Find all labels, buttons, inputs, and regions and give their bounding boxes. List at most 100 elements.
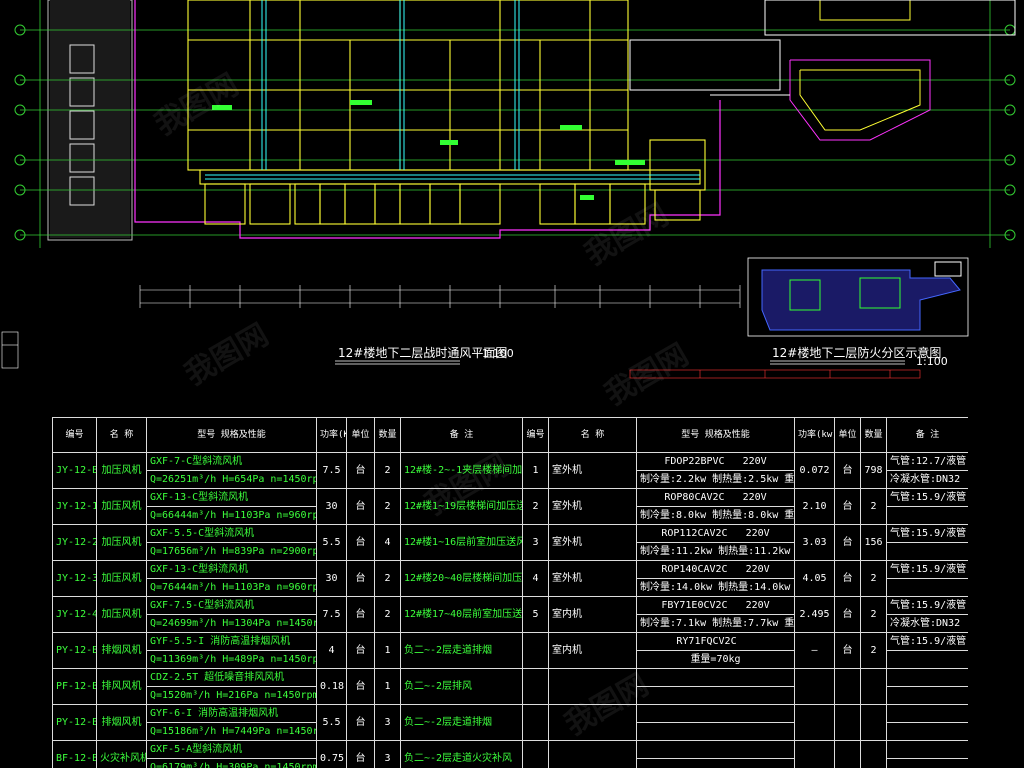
schedule-cell: 排烟风机 bbox=[96, 704, 147, 741]
schedule-cell: PY-12-B1 bbox=[52, 632, 97, 669]
schedule-cell bbox=[794, 668, 835, 705]
schedule-cell: 负二~-2层走道排烟 bbox=[400, 632, 523, 669]
schedule-cell: 2 bbox=[374, 596, 401, 633]
schedule-cell: 冷凝水管:DN32 bbox=[886, 470, 968, 489]
schedule-cell: GYF-6-I 消防高温排烟风机 bbox=[146, 704, 317, 723]
schedule-cell bbox=[794, 740, 835, 768]
schedule-cell bbox=[834, 668, 861, 705]
schedule-cell bbox=[636, 704, 795, 723]
schedule-cell bbox=[860, 704, 887, 741]
schedule-cell: 3 bbox=[522, 524, 549, 561]
voltage: 220V bbox=[742, 455, 767, 467]
schedule-cell: 加压风机 bbox=[96, 596, 147, 633]
schedule-cell: CDZ-2.5T 超低噪音排风风机 bbox=[146, 668, 317, 687]
schedule-cell: 室内机 bbox=[548, 632, 637, 669]
schedule-cell: 30 bbox=[316, 560, 347, 597]
header-cell: 名 称 bbox=[96, 417, 147, 453]
schedule-cell: 3 bbox=[374, 740, 401, 768]
schedule-cell: 3 bbox=[374, 704, 401, 741]
schedule-cell: GXF-7.5-C型斜流风机 bbox=[146, 596, 317, 615]
header-cell: 编号 bbox=[52, 417, 97, 453]
schedule-cell bbox=[636, 722, 795, 741]
schedule-cell bbox=[636, 758, 795, 768]
schedule-cell bbox=[886, 686, 968, 705]
schedule-cell bbox=[548, 740, 637, 768]
schedule-cell: 台 bbox=[346, 560, 375, 597]
schedule-cell bbox=[548, 668, 637, 705]
header-cell: 功率(kw) bbox=[794, 417, 835, 453]
schedule-cell: 2.495 bbox=[794, 596, 835, 633]
grid-bubbles bbox=[14, 24, 1016, 241]
schedule-cell: 2 bbox=[860, 632, 887, 669]
schedule-cell: 4 bbox=[316, 632, 347, 669]
schedule-cell: JY-12-2 bbox=[52, 524, 97, 561]
detail-left bbox=[1, 331, 19, 369]
schedule-cell: Q=17656m³/h H=839Pa n=2900rpm bbox=[146, 542, 317, 561]
schedule-cell: 1 bbox=[374, 668, 401, 705]
header-cell: 单位 bbox=[834, 417, 861, 453]
schedule-cell: 12#楼1~16层前室加压送风 bbox=[400, 524, 523, 561]
schedule-cell bbox=[886, 758, 968, 768]
fire-zone-inset bbox=[747, 257, 969, 337]
model-number: FBY71E0CV2C bbox=[661, 599, 728, 611]
schedule-cell: Q=76444m³/h H=1103Pa n=960rpm bbox=[146, 578, 317, 597]
schedule-cell: 0.072 bbox=[794, 452, 835, 489]
voltage: 220V bbox=[742, 491, 767, 503]
schedule-cell: 台 bbox=[346, 524, 375, 561]
schedule-cell: 1 bbox=[374, 632, 401, 669]
voltage: 220V bbox=[745, 527, 770, 539]
header-cell: 名 称 bbox=[548, 417, 637, 453]
schedule-cell: 4 bbox=[374, 524, 401, 561]
table-row: PY-12-B2排烟风机GYF-6-I 消防高温排烟风机5.5台3负二~-2层走… bbox=[52, 704, 968, 741]
plan-title: 12#楼地下二层战时通风平面图 bbox=[338, 345, 507, 360]
schedule-cell bbox=[522, 632, 549, 669]
schedule-cell: 台 bbox=[346, 668, 375, 705]
left-hatch-strip bbox=[47, 0, 133, 241]
schedule-cell: Q=15186m³/h H=7449Pa n=1450rpm bbox=[146, 722, 317, 741]
schedule-cell: Q=6179m³/h H=309Pa n=1450rpm bbox=[146, 758, 317, 768]
schedule-cell bbox=[886, 704, 968, 723]
schedule-cell: 排烟风机 bbox=[96, 632, 147, 669]
schedule-cell: 室内机 bbox=[548, 596, 637, 633]
header-cell: 单位 bbox=[346, 417, 375, 453]
schedule-cell: GXF-5.5-C型斜流风机 bbox=[146, 524, 317, 543]
schedule-cell: JY-12-3 bbox=[52, 560, 97, 597]
plan-scale: 1:100 bbox=[482, 347, 514, 360]
table-row: PY-12-B1排烟风机GYF-5.5-I 消防高温排烟风机4台1负二~-2层走… bbox=[52, 632, 968, 669]
schedule-cell: 台 bbox=[834, 452, 861, 489]
schedule-cell: 室外机 bbox=[548, 524, 637, 561]
schedule-cell: 30 bbox=[316, 488, 347, 525]
schedule-cell: 冷凝水管:DN32 bbox=[886, 614, 968, 633]
schedule-cell: 5.5 bbox=[316, 524, 347, 561]
schedule-cell bbox=[522, 704, 549, 741]
schedule-cell: 2 bbox=[860, 488, 887, 525]
parking-slots bbox=[69, 44, 95, 206]
schedule-cell: GXF-13-C型斜流风机 bbox=[146, 488, 317, 507]
schedule-cell bbox=[886, 722, 968, 741]
schedule-cell: 2 bbox=[522, 488, 549, 525]
schedule-cell: 2 bbox=[860, 596, 887, 633]
schedule-cell bbox=[522, 668, 549, 705]
schedule-cell: 4 bbox=[522, 560, 549, 597]
schedule-cell: 156 bbox=[860, 524, 887, 561]
schedule-cell: 台 bbox=[346, 632, 375, 669]
schedule-cell: 加压风机 bbox=[96, 560, 147, 597]
schedule-cell: 气管:15.9/液管:9.5 bbox=[886, 488, 968, 507]
dimension-lines bbox=[139, 285, 741, 308]
schedule-cell: 3.03 bbox=[794, 524, 835, 561]
equipment-schedule: 编号 名 称 型号 规格及性能 功率(KW) 单位 数量 备 注 编号 名 称 … bbox=[52, 417, 968, 768]
schedule-cell: 7.5 bbox=[316, 596, 347, 633]
schedule-cell: 台 bbox=[834, 632, 861, 669]
schedule-cell: Q=66444m³/h H=1103Pa n=960rpm bbox=[146, 506, 317, 525]
schedule-cell bbox=[860, 668, 887, 705]
schedule-cell: 4.05 bbox=[794, 560, 835, 597]
schedule-cell bbox=[548, 704, 637, 741]
schedule-cell: GYF-5.5-I 消防高温排烟风机 bbox=[146, 632, 317, 651]
schedule-cell: 1 bbox=[522, 452, 549, 489]
schedule-cell: 加压风机 bbox=[96, 524, 147, 561]
schedule-cell: 重量=70kg bbox=[636, 650, 795, 669]
schedule-cell: 台 bbox=[346, 704, 375, 741]
